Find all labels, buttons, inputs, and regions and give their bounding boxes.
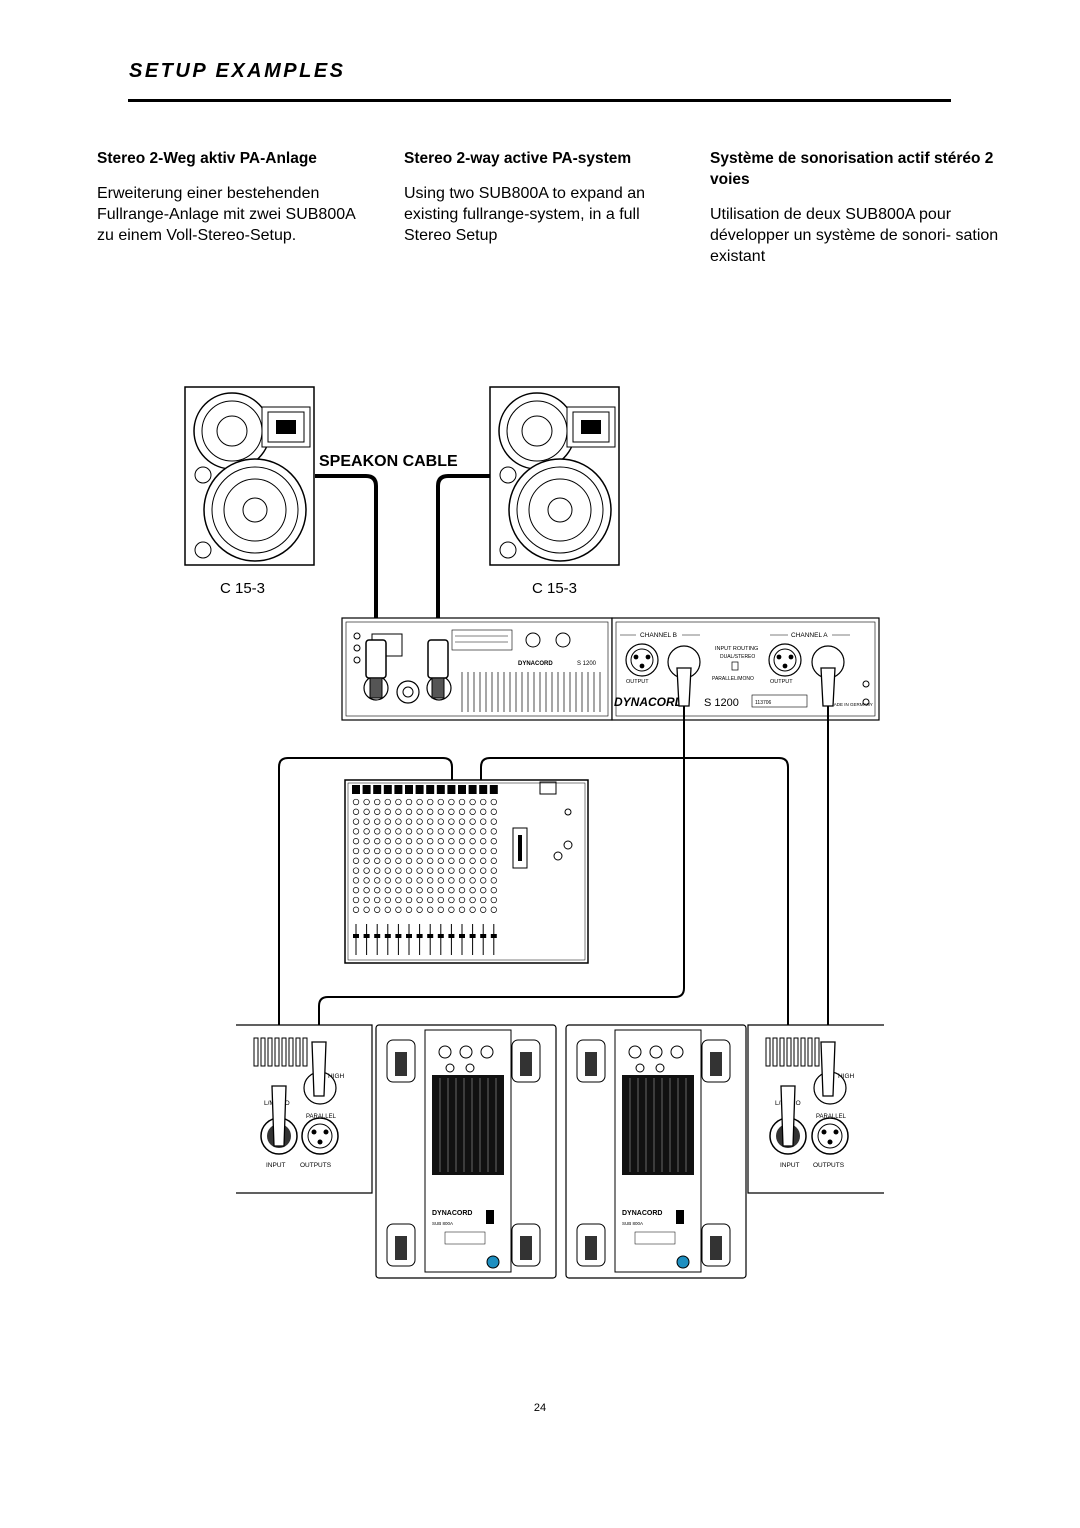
xlr-cables [278,700,829,1085]
column-english: Stereo 2-way active PA-system Using two … [404,148,684,246]
speakon-plugs-amp [365,639,449,699]
left-outputs-label: OUTPUTS [300,1162,332,1169]
amp-model: S 1200 [704,697,739,709]
body-german: Erweiterung einer bestehenden Fullrange-… [97,185,355,244]
right-input-label: INPUT [780,1162,800,1169]
amp-brand-small: DYNACORD [518,661,553,667]
right-parallel-label: PARALLEL [816,1114,847,1120]
sub-1-brand: DYNACORD [432,1210,472,1217]
amplifier-rear-left: DYNACORD S 1200 [341,617,613,721]
heading-english: Stereo 2-way active PA-system [404,150,632,167]
amp-brand: DYNACORD [614,695,684,709]
dual-stereo-label: DUAL/STEREO [720,654,755,660]
heading-german: Stereo 2-Weg aktiv PA-Anlage [97,150,317,167]
left-input-label: INPUT [266,1162,286,1169]
speakon-cables [315,474,490,650]
parallel-mono-label: PARALLEL/MONO [712,676,754,682]
page-number: 24 [533,1402,547,1414]
speaker-left-label: C 15-3 [220,580,265,597]
column-french: Système de sonorisation actif stéréo 2 v… [710,148,1000,267]
right-high-label: HIGH [838,1073,855,1080]
body-french: Utilisation de deux SUB800A pour dévelop… [710,206,999,265]
subwoofer-panel-left: L/MONO HIGH PARALLEL INPUT OUTPUTS [236,1024,373,1194]
left-high-label: HIGH [328,1073,345,1080]
sub-2-model: SUB 800A [622,1221,643,1226]
sub-1-handles [386,1039,541,1267]
title-rule [128,99,951,102]
input-routing-label: INPUT ROUTING [715,646,758,652]
amplifier-rear-right: CHANNEL B CHANNEL A INPUT ROUTING DUAL/S… [611,617,880,721]
sub-1-model: SUB 800A [432,1221,453,1226]
output-a-label: OUTPUT [770,679,793,685]
sub-2-brand: DYNACORD [622,1210,662,1217]
channel-b-label: CHANNEL B [640,632,677,639]
speakon-cable-label: SPEAKON CABLE [319,453,458,470]
heading-french: Système de sonorisation actif stéréo 2 v… [710,150,994,188]
speaker-left [184,386,315,566]
output-b-label: OUTPUT [626,679,649,685]
subwoofer-rear-1: DYNACORD SUB 800A [375,1024,557,1279]
xlr-plugs-amp [676,667,836,707]
amp-model-small: S 1200 [577,661,597,667]
amp-serial: 113706 [755,700,772,706]
left-parallel-label: PARALLEL [306,1114,337,1120]
channel-a-label: CHANNEL A [791,632,828,639]
speaker-right-label: C 15-3 [532,580,577,597]
column-german: Stereo 2-Weg aktiv PA-Anlage Erweiterung… [97,148,367,246]
subwoofer-rear-2: DYNACORD SUB 800A [565,1024,747,1279]
sub-2-handles [576,1039,731,1267]
body-english: Using two SUB800A to expand an existing … [404,185,646,244]
subwoofer-panel-right: L/MONO HIGH PARALLEL INPUT OUTPUTS [747,1024,884,1194]
right-outputs-label: OUTPUTS [813,1162,845,1169]
page-title: SETUP EXAMPLES [129,60,346,82]
amp-made-in: MADE IN GERMANY [830,702,873,707]
mixing-console [344,779,589,964]
speaker-right [489,386,620,566]
